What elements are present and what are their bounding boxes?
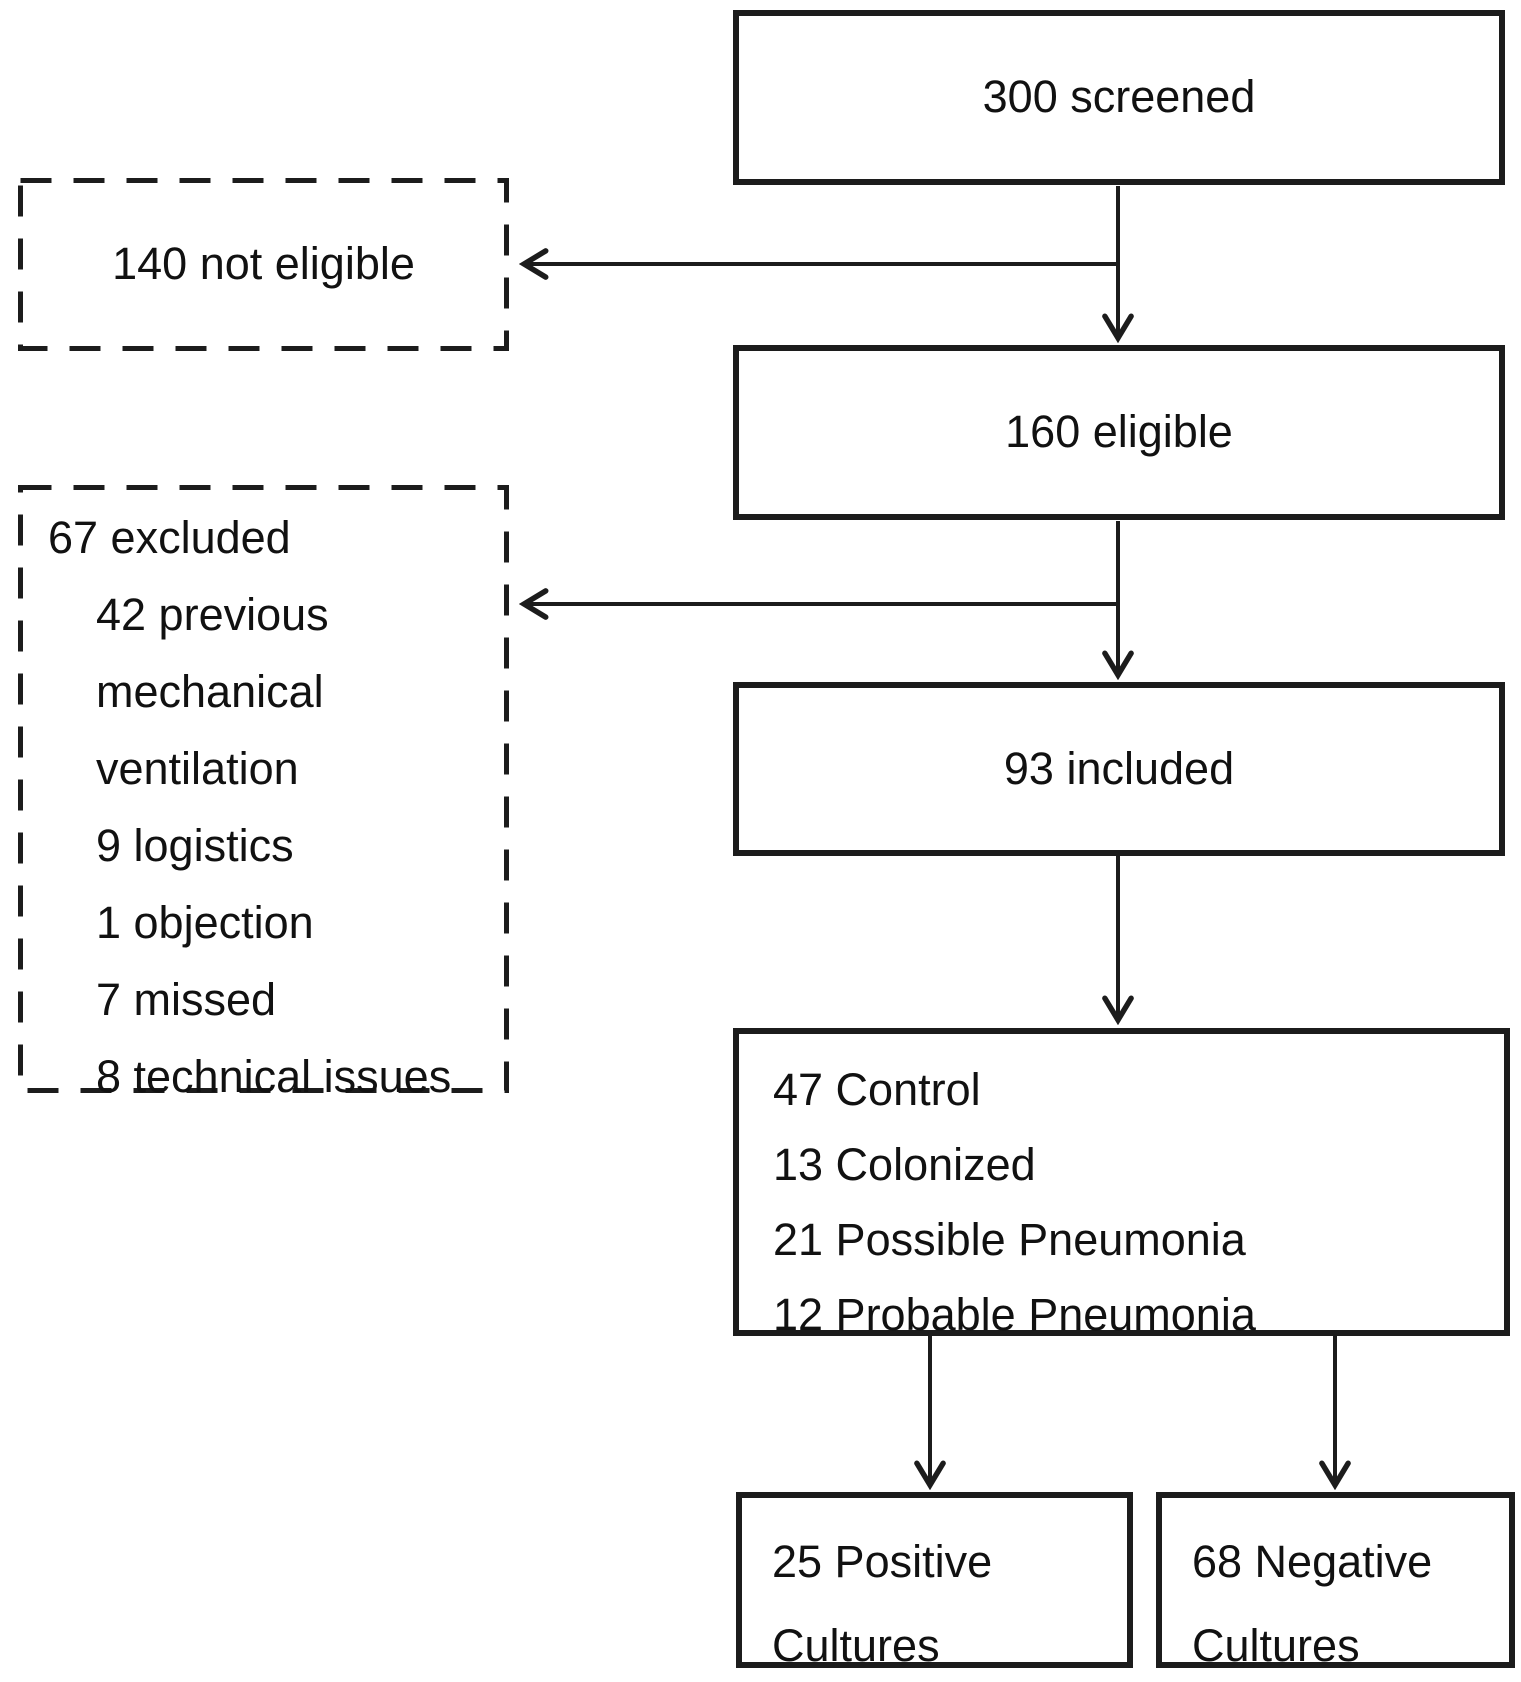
node-positive-cultures: 25 Positive Cultures [736,1492,1133,1671]
excluded-dashed-outline [18,485,509,1093]
classification-item: 21 Possible Pneumonia [773,1214,1246,1265]
not-eligible-dashed-outline [18,178,509,351]
node-not-eligible-label: 140 not eligible [112,238,415,290]
classification-item: 12 Probable Pneumonia [773,1289,1256,1340]
node-screened-label: 300 screened [982,71,1256,123]
node-positive-cultures-label: 25 Positive Cultures [772,1536,993,1671]
node-negative-cultures-label: 68 Negative Cultures [1192,1536,1433,1671]
excluded-item: 9 logistics [96,820,294,871]
node-included: 93 included [733,682,1505,856]
node-negative-cultures: 68 Negative Cultures [1156,1492,1515,1671]
node-excluded-title: 67 excluded [48,512,291,563]
node-not-eligible: 140 not eligible [18,178,509,351]
node-excluded-items: 42 previous mechanical ventilation 9 log… [18,576,476,1115]
classification-item: 47 Control [773,1064,981,1115]
classification-list: 47 Control 13 Colonized 21 Possible Pneu… [739,1034,1504,1352]
excluded-item: 7 missed [96,974,277,1025]
node-excluded: 67 excluded 42 previous mechanical venti… [18,485,509,1102]
node-included-label: 93 included [1003,742,1235,794]
node-eligible-label: 160 eligible [1005,406,1233,458]
node-classification: 47 Control 13 Colonized 21 Possible Pneu… [733,1028,1510,1340]
excluded-item: 1 objection [96,897,314,948]
node-eligible: 160 eligible [733,345,1505,520]
excluded-item: 42 previous mechanical ventilation [96,589,329,794]
node-screened: 300 screened [733,10,1505,185]
excluded-item: 8 technical issues [96,1051,452,1102]
classification-item: 13 Colonized [773,1139,1036,1190]
